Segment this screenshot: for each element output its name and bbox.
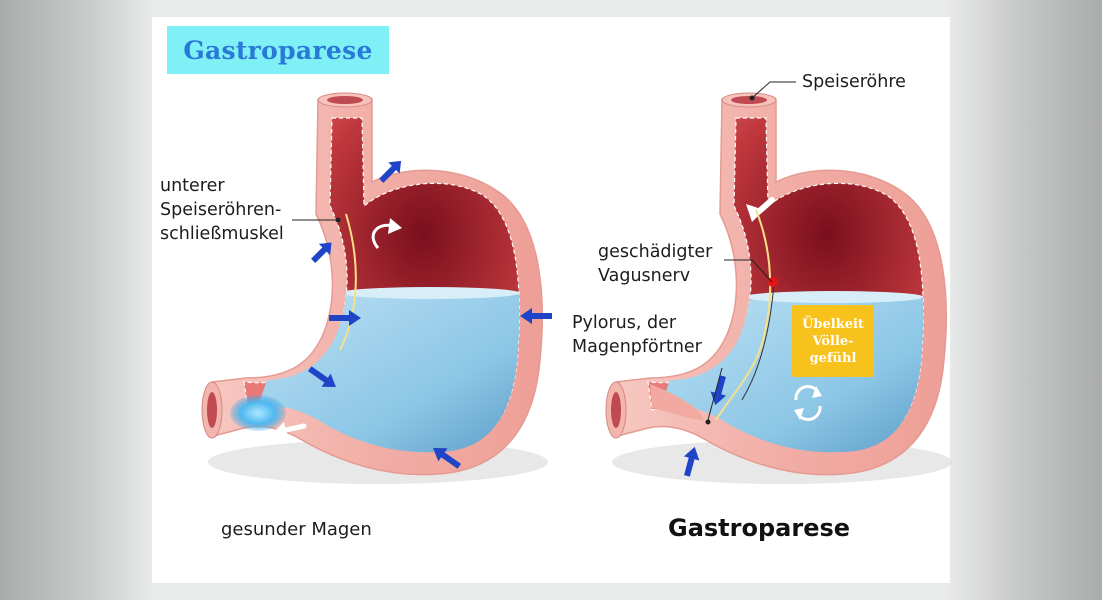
title-banner: Gastroparese — [167, 26, 389, 74]
symptom-badge: Übelkeit Völle- gefühl — [792, 305, 874, 377]
contraction-arrows — [308, 160, 552, 469]
caption-gastroparesis: Gastroparese — [668, 514, 851, 542]
vagus-label-line: geschädigter — [598, 242, 713, 262]
esophagus-label: Speiseröhre — [802, 72, 906, 92]
caption-healthy: gesunder Magen — [221, 519, 372, 540]
sphincter-label: unterer Speiseröhren- schließmuskel — [160, 174, 296, 246]
vagus-label: geschädigter Vagusnerv — [598, 240, 712, 288]
symptom-line: gefühl — [809, 350, 857, 366]
symptom-line: Übelkeit — [802, 316, 864, 332]
pylorus-label: Pylorus, der Magenpförtner — [572, 311, 702, 359]
page-title: Gastroparese — [183, 35, 373, 65]
gastroparesis-stomach — [605, 92, 952, 484]
sphincter-label-line: unterer — [160, 176, 225, 196]
pylorus-label-line: Magenpförtner — [572, 337, 702, 357]
pylorus-label-line: Pylorus, der — [572, 313, 677, 333]
healthy-stomach — [201, 92, 548, 484]
sphincter-label-line: Speiseröhren- — [160, 200, 282, 220]
sphincter-label-line: schließmuskel — [160, 224, 284, 244]
vagus-label-line: Vagusnerv — [598, 266, 691, 286]
symptom-line: Völle- — [812, 333, 854, 349]
